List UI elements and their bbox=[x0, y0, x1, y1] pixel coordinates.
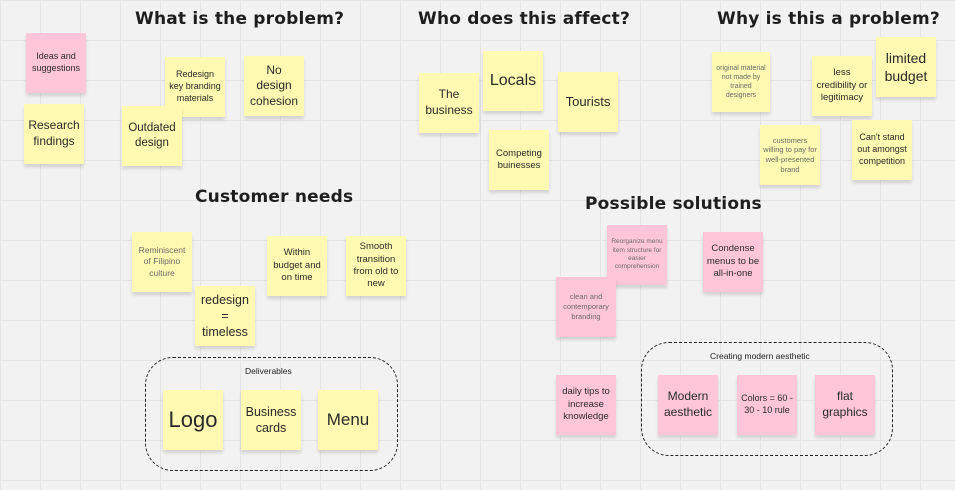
heading-possible-solutions: Possible solutions bbox=[585, 194, 762, 214]
sticky-note-customers-willing-to-pay[interactable]: customers willing to pay for well-presen… bbox=[760, 125, 820, 185]
heading-who-does-this-affect: Who does this affect? bbox=[418, 9, 631, 29]
sticky-note-condense-menus[interactable]: Condense menus to be all-in-one bbox=[703, 232, 763, 292]
sticky-note-menu[interactable]: Menu bbox=[318, 390, 378, 450]
heading-why-is-this-a-problem: Why is this a problem? bbox=[717, 9, 940, 29]
sticky-note-cant-stand-out[interactable]: Can't stand out amongst competition bbox=[852, 120, 912, 180]
sticky-note-research-findings[interactable]: Research findings bbox=[24, 104, 84, 164]
sticky-note-reorganize-menu[interactable]: Reorganize menu item structure for easie… bbox=[607, 225, 667, 285]
sticky-note-tourists[interactable]: Tourists bbox=[558, 72, 618, 132]
deliverables-frame-title: Deliverables bbox=[245, 366, 292, 376]
sticky-note-filipino-culture[interactable]: Reminiscent of Filipino culture bbox=[132, 232, 192, 292]
sticky-note-colors-rule[interactable]: Colors = 60 - 30 - 10 rule bbox=[737, 375, 797, 435]
modern-aesthetic-frame[interactable] bbox=[641, 342, 893, 456]
sticky-note-flat-graphics[interactable]: flat graphics bbox=[815, 375, 875, 435]
sticky-note-ideas-and-suggestions[interactable]: Ideas and suggestions bbox=[26, 33, 86, 93]
sticky-note-original-material[interactable]: original material not made by trained de… bbox=[712, 52, 770, 112]
modern-aesthetic-frame-title: Creating modern aesthetic bbox=[710, 351, 810, 361]
deliverables-frame[interactable] bbox=[145, 357, 398, 471]
sticky-note-modern-aesthetic[interactable]: Modern aesthetic bbox=[658, 375, 718, 435]
sticky-note-redesign-timeless[interactable]: redesign = timeless bbox=[195, 286, 255, 346]
sticky-note-outdated-design[interactable]: Outdated design bbox=[122, 106, 182, 166]
sticky-note-limited-budget[interactable]: limited budget bbox=[876, 37, 936, 97]
sticky-note-daily-tips[interactable]: daily tips to increase knowledge bbox=[556, 375, 616, 435]
sticky-note-smooth-transition[interactable]: Smooth transition from old to new bbox=[346, 236, 406, 296]
sticky-note-no-design-cohesion[interactable]: No design cohesion bbox=[244, 56, 304, 116]
sticky-note-less-credibility[interactable]: less credibility or legitimacy bbox=[812, 56, 872, 116]
sticky-note-locals[interactable]: Locals bbox=[483, 51, 543, 111]
heading-what-is-the-problem: What is the problem? bbox=[135, 9, 345, 29]
sticky-note-within-budget[interactable]: Within budget and on time bbox=[267, 236, 327, 296]
sticky-note-business-cards[interactable]: Business cards bbox=[241, 390, 301, 450]
sticky-note-competing-businesses[interactable]: Competing buinesses bbox=[489, 130, 549, 190]
sticky-note-the-business[interactable]: The business bbox=[419, 73, 479, 133]
sticky-note-clean-contemporary-branding[interactable]: clean and contemporary branding bbox=[556, 277, 616, 337]
sticky-note-logo[interactable]: Logo bbox=[163, 390, 223, 450]
heading-customer-needs: Customer needs bbox=[195, 187, 354, 207]
